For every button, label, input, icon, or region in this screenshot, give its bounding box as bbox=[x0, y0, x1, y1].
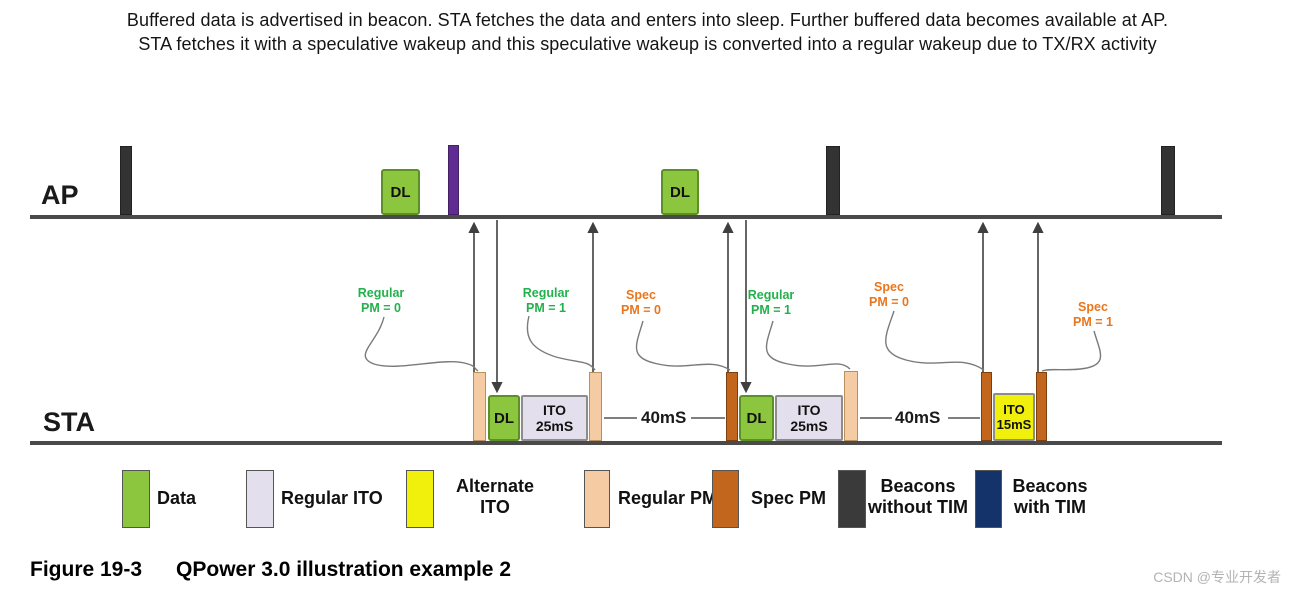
regular-pm-bar-3 bbox=[844, 371, 858, 441]
regular-pm-bar-2 bbox=[589, 372, 602, 441]
pm-connector-curve-6 bbox=[1041, 330, 1102, 372]
ap-dl-box-2: DL bbox=[661, 169, 699, 215]
legend-swatch-beacons-with-tim bbox=[975, 470, 1002, 528]
alternate-ito-box: ITO 15mS bbox=[993, 393, 1035, 441]
watermark-text: CSDN @专业开发者 bbox=[1153, 569, 1281, 585]
sta-dl-box-2: DL bbox=[739, 395, 774, 441]
pm-connector-curve-5 bbox=[885, 310, 985, 371]
beacon-without-tim-bar-1 bbox=[120, 146, 132, 215]
pm-state-label-3: Spec PM = 0 bbox=[621, 288, 661, 317]
sta-timeline-line bbox=[30, 441, 1222, 445]
regular-ito-box-2: ITO 25mS bbox=[775, 395, 843, 441]
figure-title: QPower 3.0 illustration example 2 bbox=[176, 558, 512, 581]
legend-swatch-beacons-without-tim bbox=[838, 470, 866, 528]
legend-label-beacons-without-tim: Beacons without TIM bbox=[868, 476, 968, 517]
ap-timeline-line bbox=[30, 215, 1222, 219]
legend-label-beacons-with-tim: Beacons with TIM bbox=[1012, 476, 1088, 517]
pm-state-label-5: Spec PM = 0 bbox=[869, 280, 909, 309]
legend-label-alternate-ito: Alternate ITO bbox=[455, 476, 535, 517]
sta-dl-box-1: DL bbox=[488, 395, 520, 441]
beacon-with-tim-bar bbox=[448, 145, 459, 215]
legend-swatch-alternate-ito bbox=[406, 470, 434, 528]
pm-state-label-2: Regular PM = 1 bbox=[522, 286, 570, 315]
pm-connector-curve-4 bbox=[765, 320, 851, 370]
pm-state-label-4: Regular PM = 1 bbox=[747, 288, 795, 317]
pm-connector-curve-1 bbox=[364, 316, 479, 372]
figure-number: Figure 19-3 bbox=[30, 558, 143, 581]
legend-label-spec-pm: Spec PM bbox=[751, 488, 827, 508]
pm-state-label-6: Spec PM = 1 bbox=[1073, 300, 1113, 329]
gap-duration-label-1: 40mS bbox=[641, 408, 687, 427]
legend-swatch-spec-pm bbox=[712, 470, 739, 528]
description-line-1: Buffered data is advertised in beacon. S… bbox=[126, 10, 1169, 30]
description-text: Buffered data is advertised in beacon. S… bbox=[0, 8, 1295, 56]
figure-caption: Figure 19-3 QPower 3.0 illustration exam… bbox=[30, 558, 511, 582]
ap-timeline-label: AP bbox=[41, 180, 79, 210]
spec-pm-bar-3 bbox=[1036, 372, 1047, 441]
legend-swatch-data bbox=[122, 470, 150, 528]
dl-box-label: DL bbox=[494, 409, 514, 427]
beacon-without-tim-bar-2 bbox=[826, 146, 840, 215]
dl-box-label: DL bbox=[670, 183, 690, 201]
pm-connector-curve-3 bbox=[635, 320, 731, 371]
ap-dl-box-1: DL bbox=[381, 169, 420, 215]
dl-box-label: DL bbox=[390, 183, 411, 201]
legend-label-regular-ito: Regular ITO bbox=[281, 488, 383, 508]
legend-label-data: Data bbox=[157, 488, 197, 508]
gap-duration-label-2: 40mS bbox=[895, 408, 941, 427]
regular-pm-bar-1 bbox=[473, 372, 486, 441]
legend-swatch-regular-pm bbox=[584, 470, 610, 528]
description-line-2: STA fetches it with a speculative wakeup… bbox=[138, 34, 1157, 54]
legend-swatch-regular-ito bbox=[246, 470, 274, 528]
dl-box-label: DL bbox=[746, 409, 767, 427]
pm-state-label-1: Regular PM = 0 bbox=[357, 286, 405, 315]
legend-label-regular-pm: Regular PM bbox=[618, 488, 718, 508]
spec-pm-bar-2 bbox=[981, 372, 992, 441]
sta-timeline-label: STA bbox=[43, 407, 95, 437]
pm-connector-curve-2 bbox=[526, 315, 596, 371]
regular-ito-box-1: ITO 25mS bbox=[521, 395, 588, 441]
beacon-without-tim-bar-3 bbox=[1161, 146, 1175, 215]
spec-pm-bar-1 bbox=[726, 372, 738, 441]
